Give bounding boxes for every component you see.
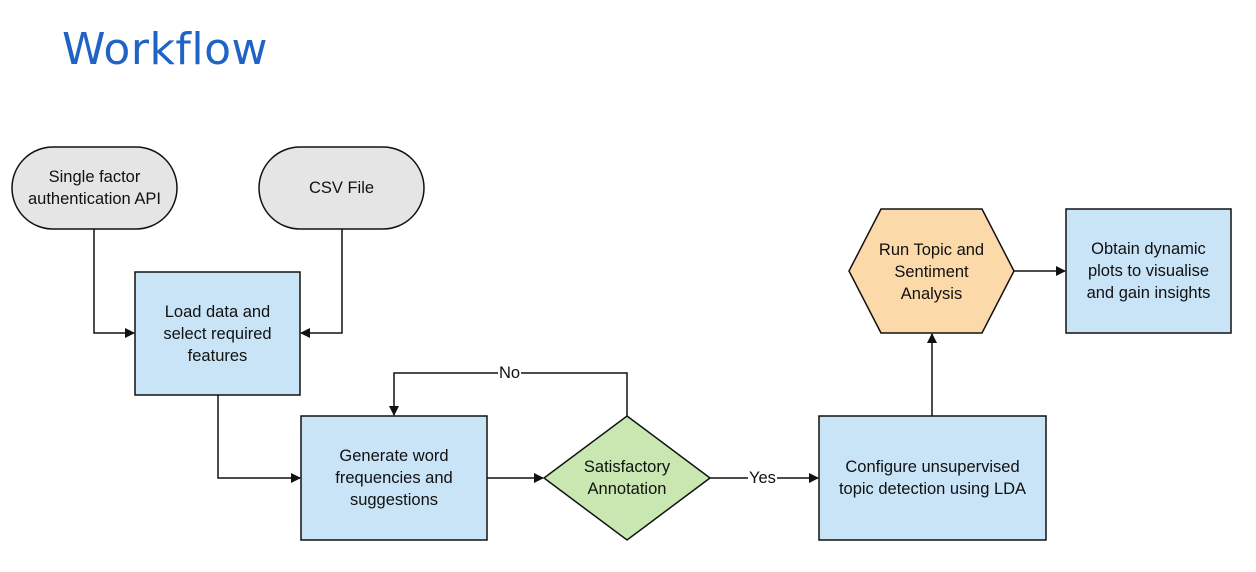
generate-process [300, 415, 488, 541]
edge-load-to-generate [217, 395, 301, 483]
csv-terminal [258, 146, 425, 230]
edge-csv-to-load [300, 229, 343, 338]
obtain-process [1065, 208, 1232, 334]
edge-api-to-load [93, 229, 135, 338]
api-terminal [11, 146, 178, 230]
edge-label-no: No [498, 364, 522, 382]
run-hexagon [848, 208, 1015, 334]
decision-diamond [542, 415, 712, 541]
load-process [134, 271, 301, 396]
edge-label-yes: Yes [748, 469, 777, 487]
page-title: Workflow [62, 24, 269, 75]
configure-process [818, 415, 1047, 541]
